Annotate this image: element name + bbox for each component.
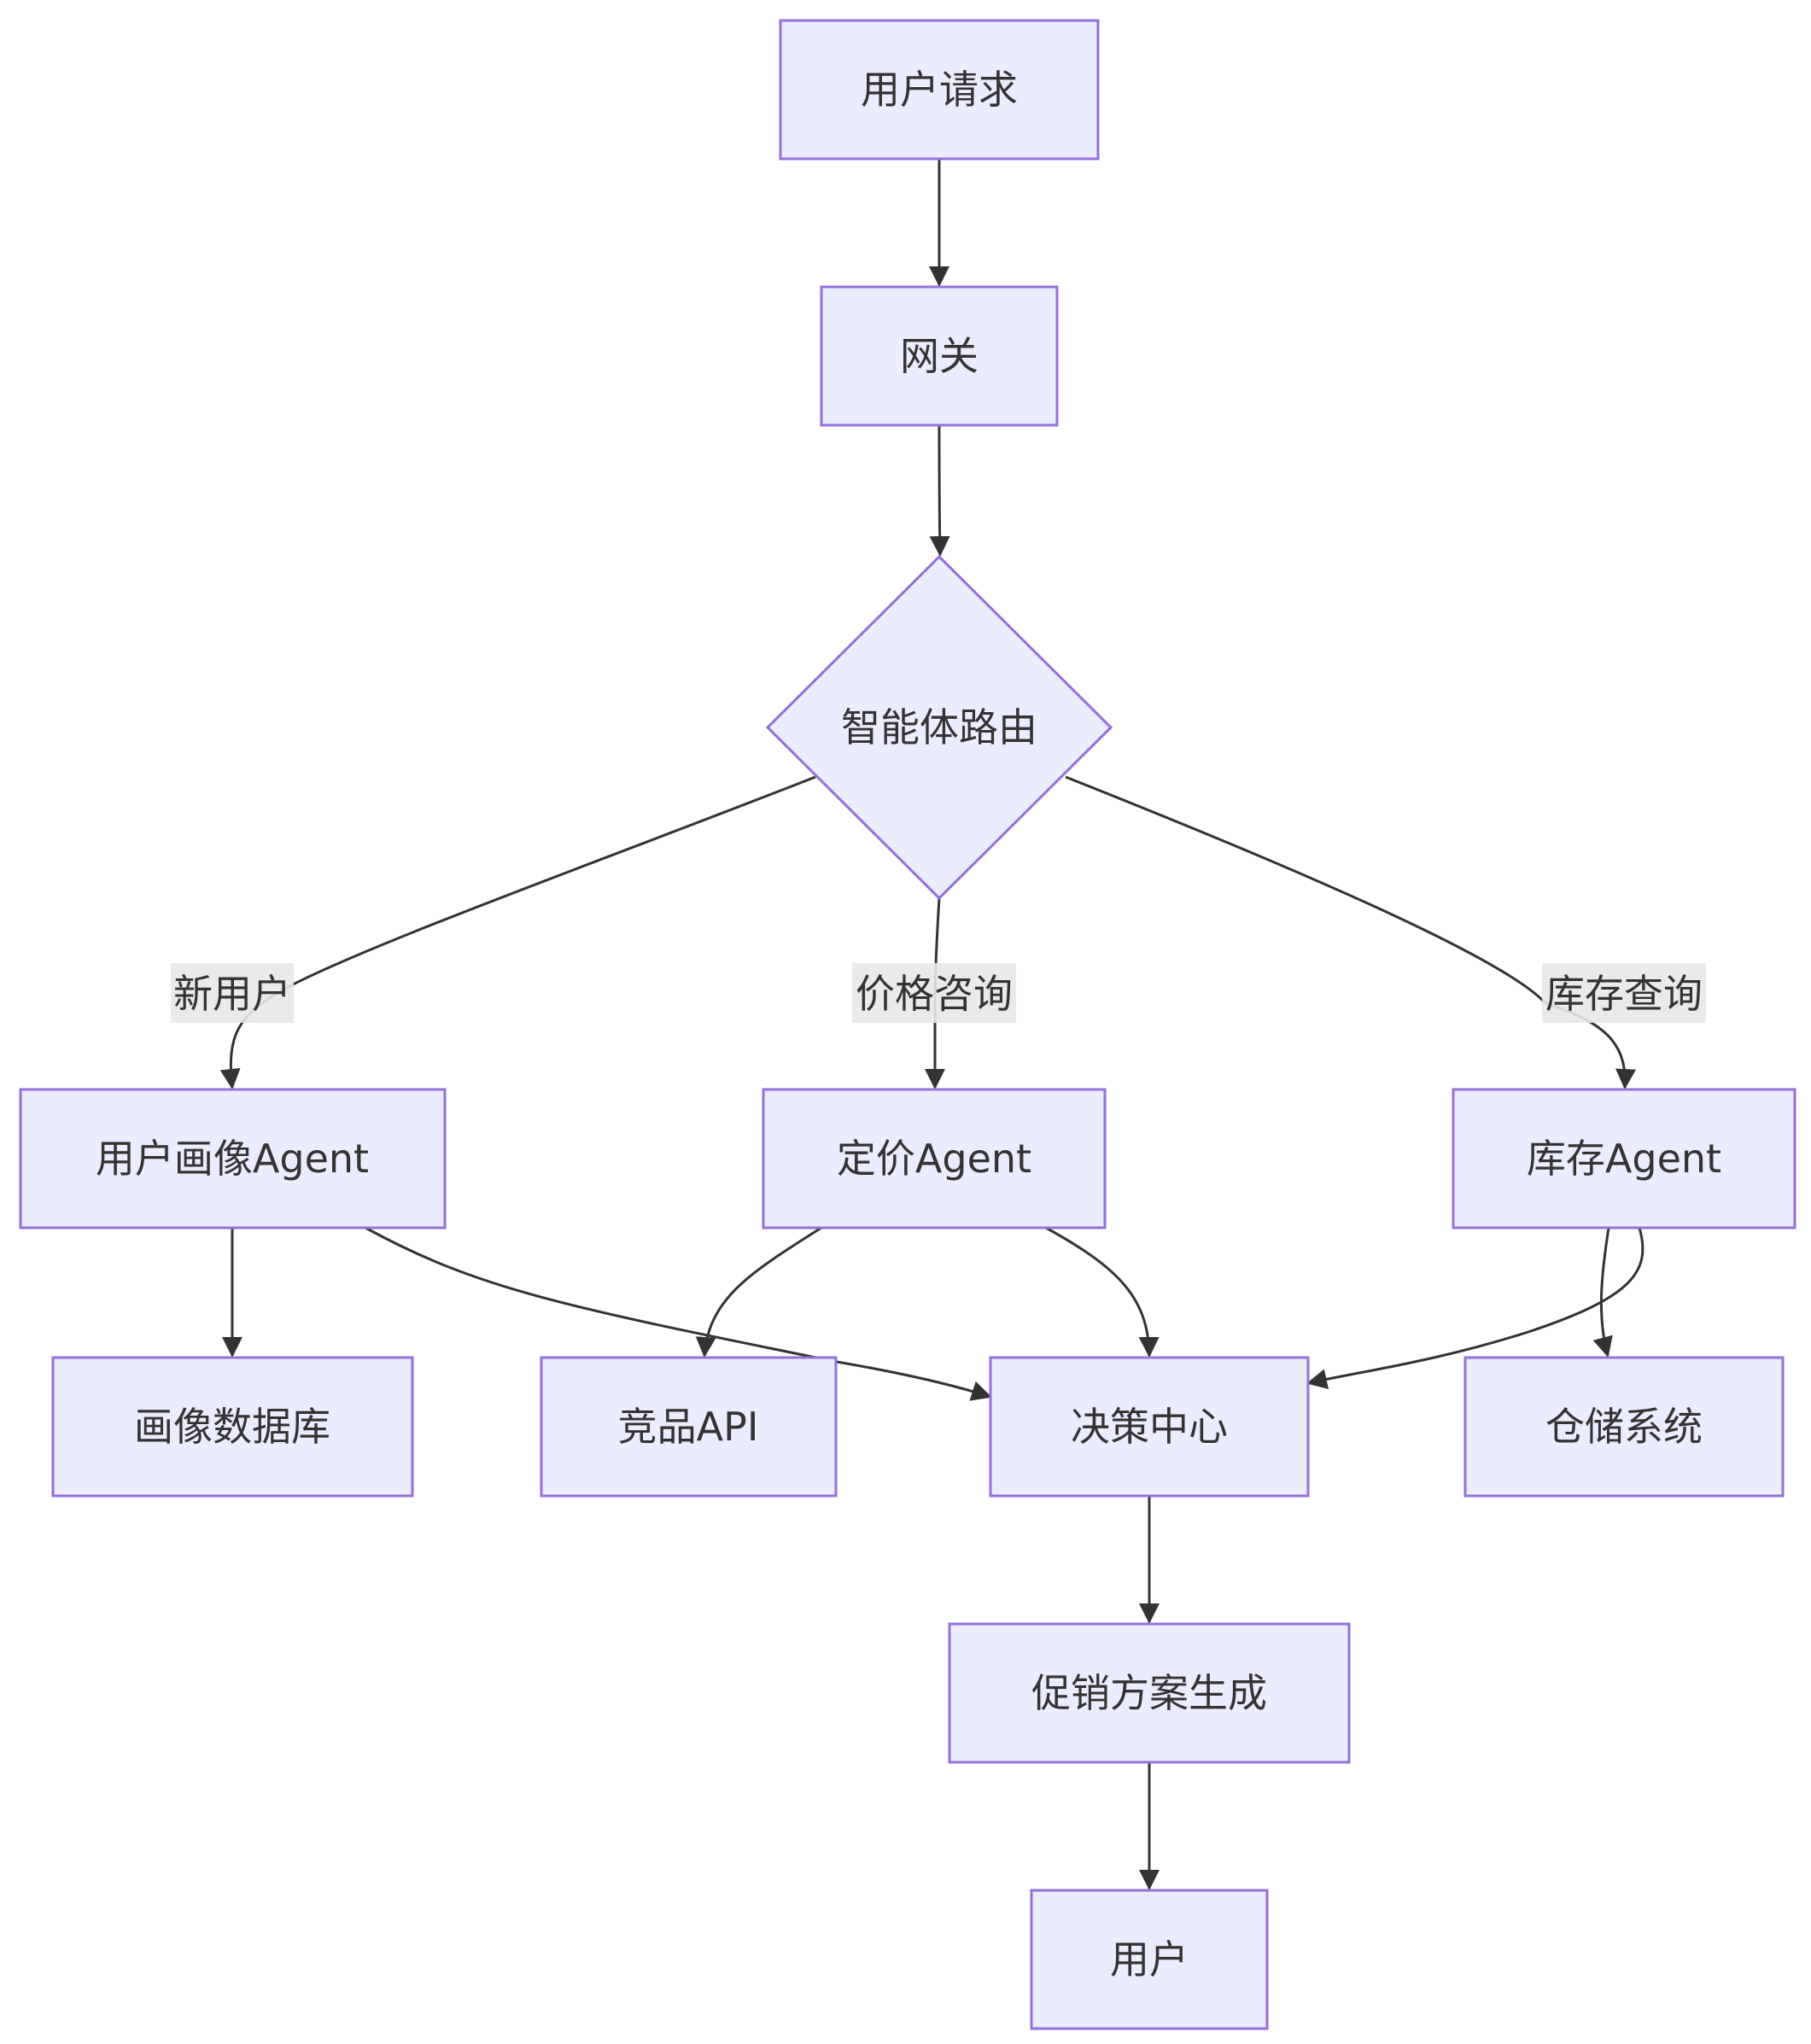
edge-gateway-to-router: [929, 424, 950, 557]
node-decision-center[interactable]: 决策中心: [989, 1356, 1310, 1498]
node-inventory-agent-label: 库存Agent: [1527, 1136, 1721, 1182]
node-router-label: 智能体路由: [841, 704, 1037, 750]
node-user[interactable]: 用户: [1030, 1889, 1269, 2030]
node-profile-db[interactable]: 画像数据库: [51, 1356, 414, 1498]
edge-pricing-agent-to-competitor: [695, 1226, 822, 1358]
edge-label-price-inquiry: 价格咨询: [852, 963, 1016, 1023]
edge-label-new-user-text: 新用户: [173, 971, 291, 1017]
node-warehouse[interactable]: 仓储系统: [1463, 1356, 1785, 1498]
node-competitor-api-label: 竞品API: [618, 1404, 759, 1450]
edge-router-to-profile-agent: [219, 775, 816, 1089]
node-profile-agent-label: 用户画像Agent: [96, 1136, 369, 1182]
node-request-label: 用户请求: [861, 67, 1018, 113]
node-profile-agent[interactable]: 用户画像Agent: [19, 1088, 447, 1229]
node-gateway[interactable]: 网关: [820, 285, 1059, 427]
edge-label-new-user: 新用户: [171, 963, 294, 1023]
node-inventory-agent[interactable]: 库存Agent: [1452, 1088, 1796, 1229]
node-promo-gen[interactable]: 促销方案生成: [948, 1622, 1351, 1764]
node-warehouse-label: 仓储系统: [1545, 1404, 1703, 1450]
edge-label-stock-query-text: 库存查询: [1545, 971, 1703, 1017]
node-promo-gen-label: 促销方案生成: [1031, 1670, 1267, 1716]
edge-inventory-agent-to-warehouse: [1592, 1227, 1613, 1358]
node-profile-db-label: 画像数据库: [134, 1404, 330, 1450]
node-request[interactable]: 用户请求: [779, 19, 1100, 161]
node-pricing-agent[interactable]: 定价Agent: [762, 1088, 1107, 1229]
edge-label-price-inquiry-text: 价格咨询: [856, 971, 1013, 1017]
node-competitor-api[interactable]: 竞品API: [540, 1356, 838, 1498]
node-pricing-agent-label: 定价Agent: [837, 1136, 1031, 1182]
edges: [219, 159, 1645, 1890]
edge-router-to-inventory-agent: [1065, 775, 1636, 1089]
edge-labels: 新用户 价格咨询 库存查询: [171, 963, 1706, 1023]
edge-profile-agent-to-decision: [365, 1226, 992, 1401]
node-gateway-label: 网关: [900, 333, 979, 379]
nodes: 用户请求 网关 智能体路由 用户画像Agent 定价Agent 库存Agent …: [19, 19, 1796, 2030]
node-user-label: 用户: [1110, 1936, 1189, 1983]
node-decision-center-label: 决策中心: [1071, 1404, 1228, 1450]
node-router[interactable]: 智能体路由: [765, 554, 1113, 901]
edge-pricing-agent-to-decision: [1045, 1226, 1160, 1358]
edge-inventory-agent-to-decision: [1306, 1227, 1645, 1389]
edge-label-stock-query: 库存查询: [1542, 963, 1706, 1023]
